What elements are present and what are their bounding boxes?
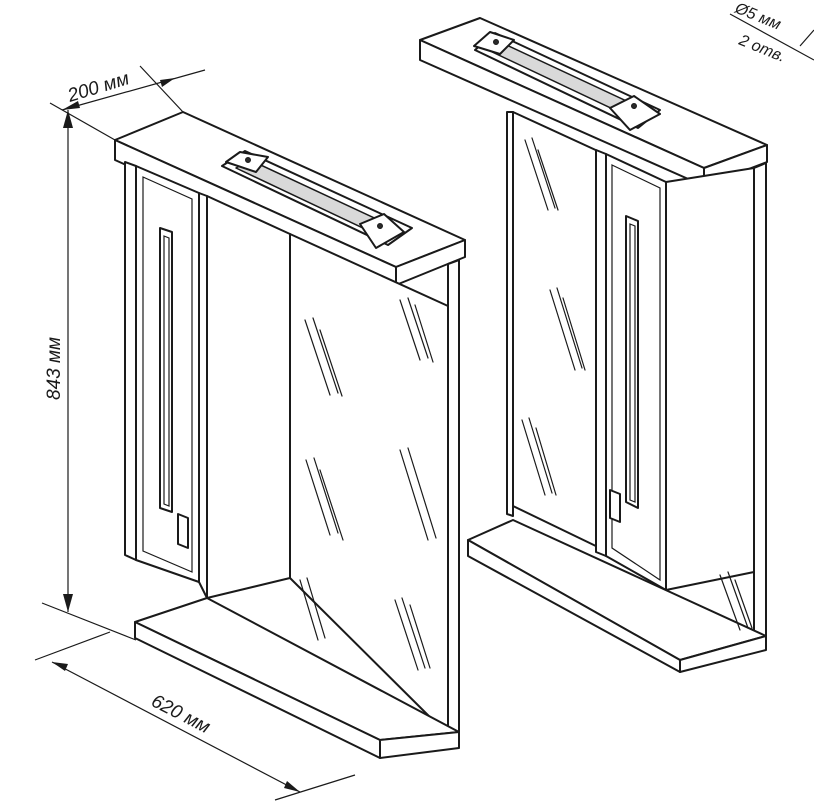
front-right-frame (447, 259, 460, 736)
rear-mirror (512, 111, 601, 549)
rear-left-frame (506, 111, 514, 517)
rear-cabinet-outer-side (665, 167, 755, 591)
height-dimension: 843 мм (41, 110, 137, 641)
front-lamp-fixture (221, 150, 413, 249)
holes-count-label: 2 отв. (736, 32, 788, 66)
rear-door-handle (609, 489, 621, 523)
front-cabinet-door (135, 165, 200, 583)
height-label: 843 мм (44, 337, 65, 400)
rear-bottom-shelf-side-edge (679, 635, 767, 673)
front-top-panel-side-edge (395, 239, 466, 286)
front-left-side-panel (124, 161, 137, 561)
front-door-handle (177, 513, 189, 549)
rear-lamp-fixture (473, 31, 661, 131)
front-cabinet-inner-side (206, 195, 291, 599)
front-bottom-shelf-side-edge (379, 731, 460, 759)
front-mirror-reflection-lines (299, 297, 437, 671)
rear-cabinet-back-edge (753, 162, 767, 641)
rear-cabinet-door (605, 153, 667, 591)
mounting-holes-callout: Ø5 мм 2 отв. (729, 0, 814, 66)
rear-mirror-reflection-lines (521, 137, 586, 496)
depth-label: 200 мм (64, 68, 131, 107)
width-label: 620 мм (148, 691, 214, 738)
front-view-cabinet (114, 111, 466, 759)
rear-cabinet-side (595, 149, 607, 557)
rear-shelf-reflection-lines (719, 571, 753, 631)
front-cabinet-side (198, 192, 208, 599)
rear-view-cabinet (419, 17, 768, 673)
